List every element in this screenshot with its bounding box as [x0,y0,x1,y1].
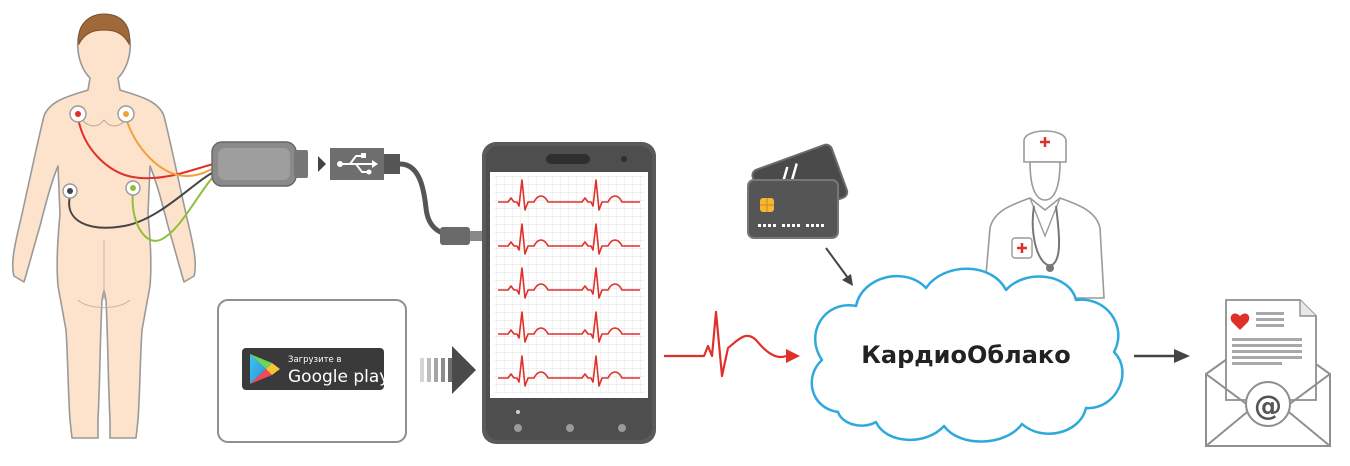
ecg-trace-1 [498,179,640,211]
ecg-trace-5 [498,355,640,387]
ecg-trace-4 [498,311,640,343]
google-play-badge[interactable]: Загрузите в Google play [242,348,389,390]
micro-usb-plug-icon [440,227,482,245]
cloud-label: КардиоОблако [861,341,1070,369]
ecg-adapter-icon [211,141,308,187]
heartbeat-icon [664,310,800,378]
ecg-trace-3 [498,267,640,299]
electrodes [62,105,141,199]
doctor-icon [983,130,1105,299]
google-play-icon [250,354,280,384]
google-play-big-text: Google play [288,367,389,387]
email-envelope-icon: @ [1205,299,1331,447]
svg-text:@: @ [1254,389,1282,422]
usb-icon [330,148,400,180]
ecg-lead-wires [68,117,215,242]
smartphone-icon [482,142,656,444]
google-play-small-text: Загрузите в [288,355,342,365]
patient-figure-icon [11,13,197,439]
ecg-trace-2 [498,223,640,255]
arrow-right-small-icon [318,156,326,172]
install-arrow-icon [420,346,476,394]
usb-cable [399,161,461,239]
heart-icon [1230,313,1250,330]
cloud-icon: КардиоОблако [810,267,1124,443]
card-to-cloud-arrow [825,247,853,286]
at-sign-icon: @ [1245,381,1291,427]
credit-card-icon [747,143,849,239]
cloud-to-email-arrow [1134,349,1190,363]
ecg-traces [498,179,640,387]
